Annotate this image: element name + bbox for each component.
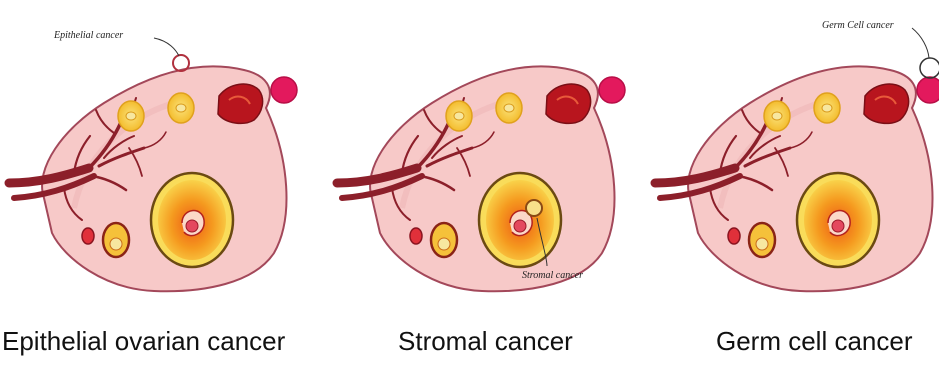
ovary-panel-stromal: Stromal cancer [337,66,625,291]
callout-stromal: Stromal cancer [522,270,583,281]
germ-cell-tumor-marker [920,58,939,78]
callout-germ-cell: Germ Cell cancer [822,20,894,31]
callout-epithelial: Epithelial cancer [53,30,123,41]
stromal-tumor-marker [526,200,542,216]
caption-germ-cell: Germ cell cancer [716,326,913,357]
caption-epithelial: Epithelial ovarian cancer [2,326,285,357]
ovary-panel-epithelial: Epithelial cancer [9,30,297,291]
epithelial-tumor-marker [173,55,189,71]
caption-stromal: Stromal cancer [398,326,573,357]
ovary-panel-germ-cell: Germ Cell cancer [655,20,939,291]
